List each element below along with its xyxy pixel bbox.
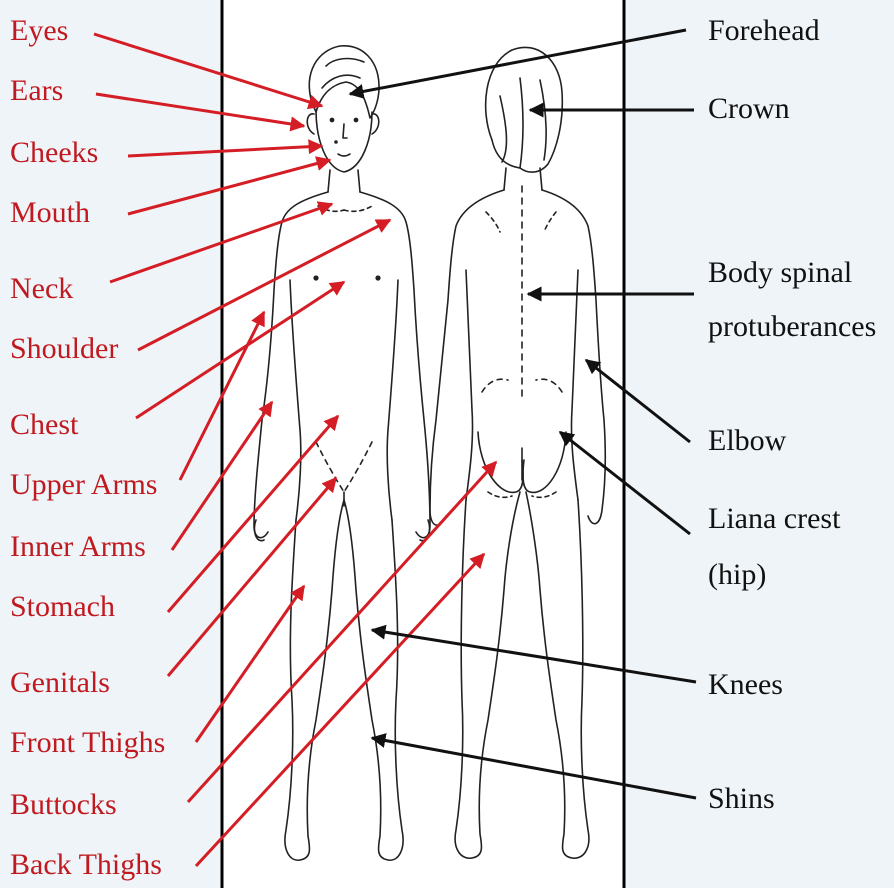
- label-back-thighs: Back Thighs: [10, 848, 162, 882]
- label-cheeks: Cheeks: [10, 136, 98, 170]
- label-chest: Chest: [10, 408, 78, 442]
- label-elbow: Elbow: [708, 424, 786, 458]
- label-genitals: Genitals: [10, 666, 110, 700]
- label-mouth: Mouth: [10, 196, 90, 230]
- label-stomach: Stomach: [10, 590, 115, 624]
- label-protuberances: protuberances: [708, 310, 876, 344]
- label-liana-crest: Liana crest: [708, 502, 840, 536]
- label-buttocks: Buttocks: [10, 788, 117, 822]
- label-forehead: Forehead: [708, 14, 820, 48]
- label-front-thighs: Front Thighs: [10, 726, 165, 760]
- label-inner-arms: Inner Arms: [10, 530, 146, 564]
- label-shoulder: Shoulder: [10, 332, 118, 366]
- label-neck: Neck: [10, 272, 73, 306]
- label-ears: Ears: [10, 74, 63, 108]
- label-upper-arms: Upper Arms: [10, 468, 157, 502]
- label-shins: Shins: [708, 782, 775, 816]
- label-knees: Knees: [708, 668, 783, 702]
- label-body-spinal: Body spinal: [708, 256, 852, 290]
- label-eyes: Eyes: [10, 14, 68, 48]
- figure-panel: [222, 0, 624, 888]
- label-hip: (hip): [708, 558, 766, 592]
- label-crown: Crown: [708, 92, 790, 126]
